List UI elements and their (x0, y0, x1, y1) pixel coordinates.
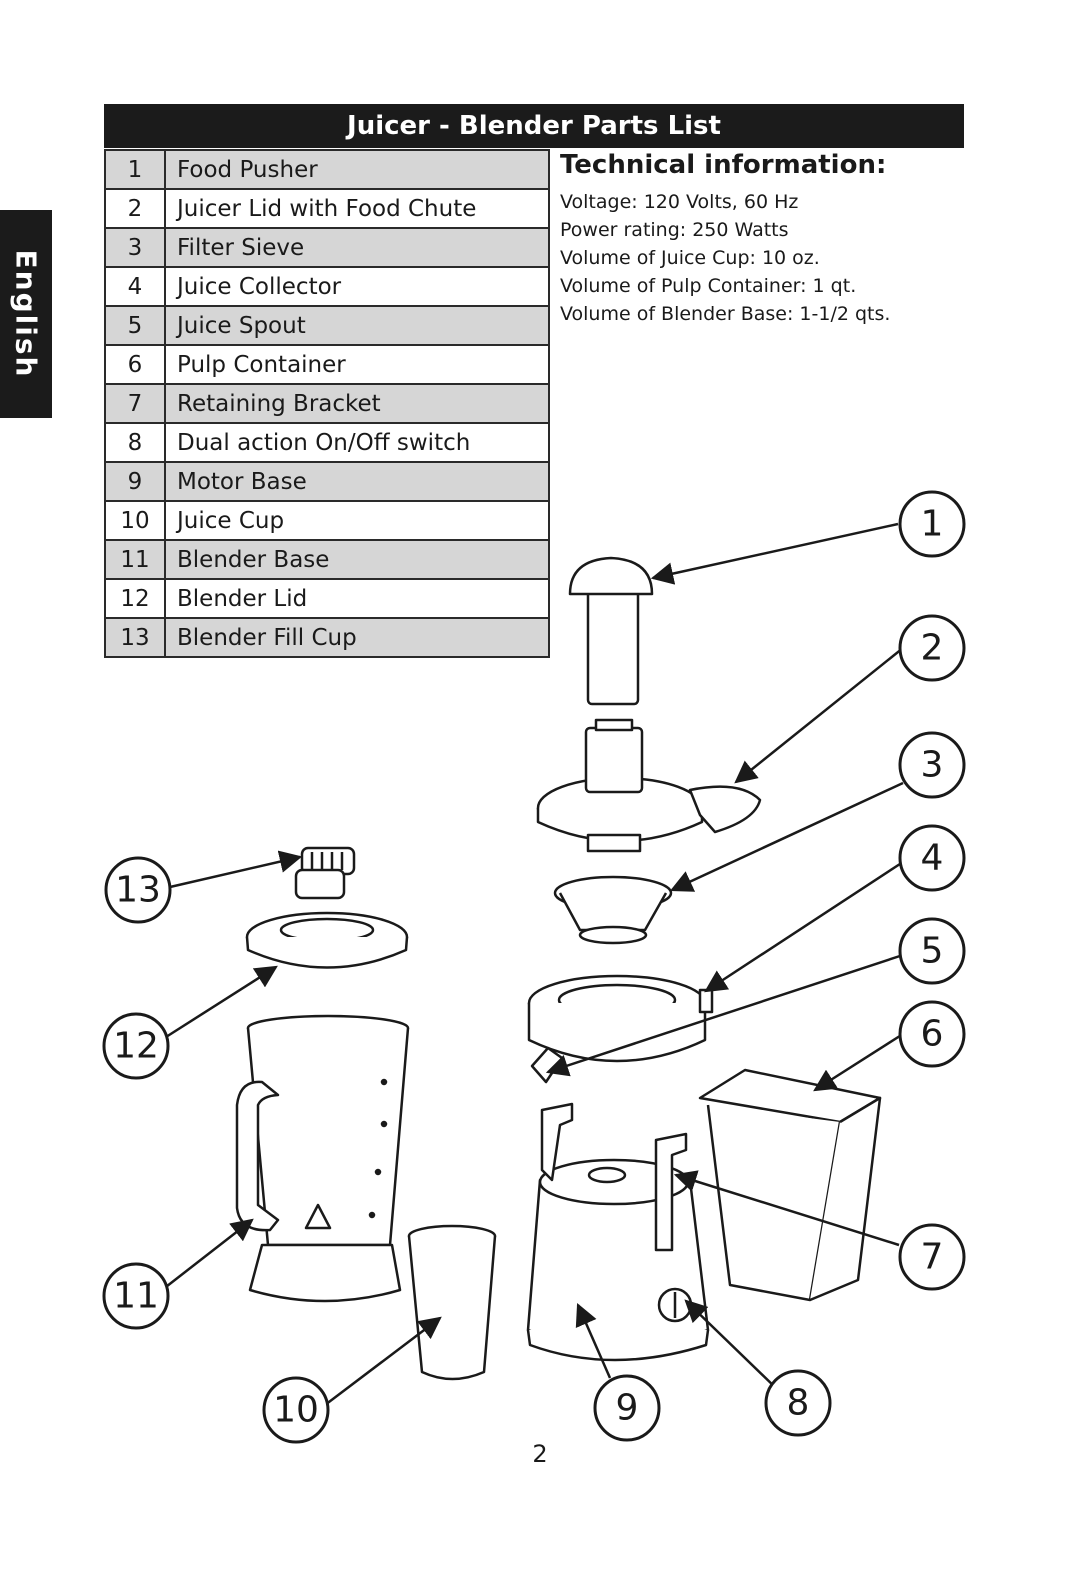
part-name: Motor Base (164, 461, 550, 502)
part-number: 12 (104, 578, 166, 619)
juice-cup-volume-line: Volume of Juice Cup: 10 oz. (560, 247, 820, 269)
page-title: Juicer - Blender Parts List (104, 104, 964, 148)
callout-12: 12 (113, 1026, 159, 1067)
part-name: Blender Lid (164, 578, 550, 619)
callout-7: 7 (921, 1237, 944, 1278)
leader-lines (161, 522, 904, 1406)
technical-heading: Technical information: (560, 150, 887, 180)
food-pusher-illustration (568, 556, 654, 706)
callout-3: 3 (921, 745, 944, 786)
pulp-container-illustration (698, 1068, 882, 1302)
language-tab: English (0, 210, 52, 418)
juice-collector-illustration (527, 974, 714, 1063)
part-number: 3 (104, 227, 166, 268)
part-number: 13 (104, 617, 166, 658)
callout-9: 9 (616, 1388, 639, 1429)
callout-6: 6 (921, 1014, 944, 1055)
power-rating-line: Power rating: 250 Watts (560, 219, 789, 241)
callout-5: 5 (921, 931, 944, 972)
part-number: 1 (104, 149, 166, 190)
juicer-lid-illustration (536, 718, 762, 853)
part-name: Pulp Container (164, 344, 550, 385)
pulp-container-volume-line: Volume of Pulp Container: 1 qt. (560, 275, 857, 297)
part-name: Juice Cup (164, 500, 550, 541)
callout-10: 10 (273, 1390, 319, 1431)
filter-sieve-illustration (553, 875, 673, 945)
blender-jar-illustration (235, 1014, 410, 1303)
part-number: 2 (104, 188, 166, 229)
callout-2: 2 (921, 628, 944, 669)
part-number: 10 (104, 500, 166, 541)
callout-1: 1 (921, 504, 944, 545)
callout-11: 11 (113, 1276, 159, 1317)
part-name: Dual action On/Off switch (164, 422, 550, 463)
part-name: Juicer Lid with Food Chute (164, 188, 550, 229)
page-number: 2 (532, 1440, 548, 1468)
part-name: Filter Sieve (164, 227, 550, 268)
part-name: Retaining Bracket (164, 383, 550, 424)
voltage-line: Voltage: 120 Volts, 60 Hz (560, 191, 799, 213)
callout-circles (102, 490, 966, 1444)
part-name: Food Pusher (164, 149, 550, 190)
blender-fill-cup-illustration (294, 846, 356, 900)
blender-lid-illustration (245, 911, 409, 969)
motor-base-illustration (526, 1102, 710, 1362)
part-number: 7 (104, 383, 166, 424)
part-number: 9 (104, 461, 166, 502)
part-number: 8 (104, 422, 166, 463)
part-name: Blender Base (164, 539, 550, 580)
part-number: 5 (104, 305, 166, 346)
part-number: 6 (104, 344, 166, 385)
juice-spout-illustration (530, 1046, 564, 1084)
part-name: Juice Spout (164, 305, 550, 346)
blender-base-volume-line: Volume of Blender Base: 1-1/2 qts. (560, 303, 891, 325)
part-number: 4 (104, 266, 166, 307)
technical-info: Technical information: Voltage: 120 Volt… (560, 150, 960, 328)
part-name: Juice Collector (164, 266, 550, 307)
juice-cup-illustration (407, 1224, 497, 1381)
callout-8: 8 (787, 1383, 810, 1424)
part-number: 11 (104, 539, 166, 580)
part-name: Blender Fill Cup (164, 617, 550, 658)
callout-13: 13 (115, 870, 161, 911)
callout-4: 4 (921, 838, 944, 879)
